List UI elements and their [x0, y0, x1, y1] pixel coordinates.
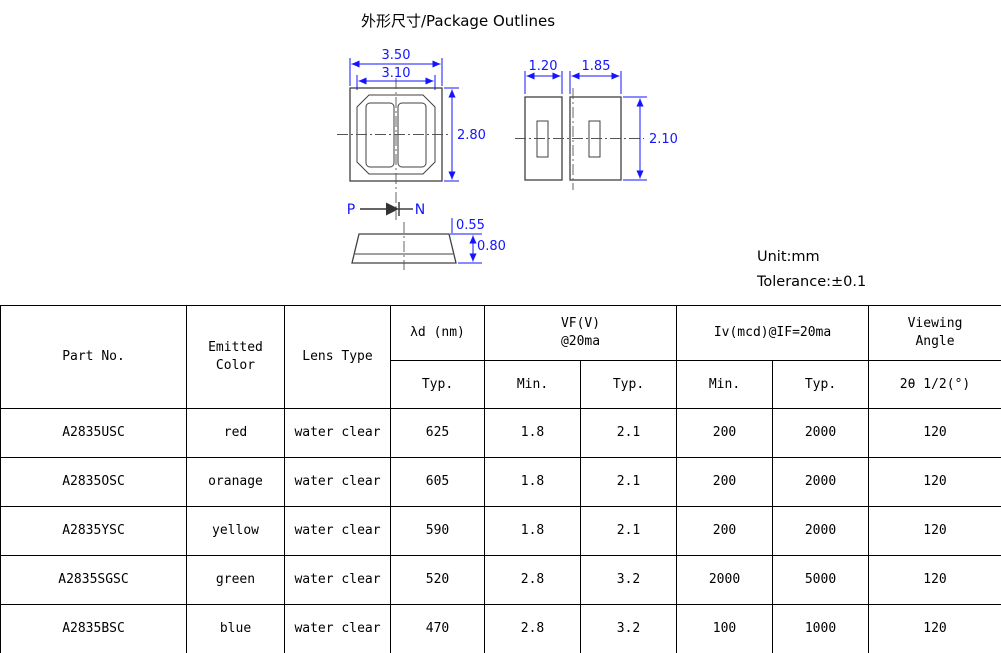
cell-color: yellow — [186, 506, 285, 556]
side-view-drawing — [351, 233, 457, 264]
cell-iv-min: 2000 — [676, 555, 774, 605]
cell-vf-min: 1.8 — [484, 506, 581, 556]
cell-lambda-typ: 590 — [390, 506, 485, 556]
cell-lens: water clear — [284, 457, 391, 507]
cell-angle: 120 — [868, 506, 1001, 556]
cell-lens: water clear — [284, 604, 391, 653]
center-lines — [337, 78, 644, 270]
cell-vf-typ: 2.1 — [579, 506, 678, 556]
cell-part-no: A2835OSC — [0, 457, 187, 507]
dim-side-upper: 0.55 — [456, 218, 485, 233]
cell-iv-typ: 5000 — [772, 555, 870, 605]
cell-iv-min: 200 — [676, 506, 774, 556]
cell-color: green — [186, 555, 285, 605]
unit-info: Unit:mm Tolerance:±0.1 — [757, 245, 866, 295]
cell-part-no: A2835YSC — [0, 506, 187, 556]
cell-iv-typ: 1000 — [772, 604, 870, 653]
package-outline-drawing: P N — [337, 48, 678, 270]
page-title: 外形尺寸/Package Outlines — [360, 12, 556, 30]
cell-color: oranage — [186, 457, 285, 507]
cell-vf-typ: 2.1 — [579, 457, 678, 507]
cell-lambda-typ: 520 — [390, 555, 485, 605]
col-header-viewing-angle: Viewing Angle — [868, 305, 1001, 361]
subheader-vf-typ: Typ. — [579, 360, 678, 409]
dim-pad-left-width: 1.20 — [529, 59, 558, 74]
subheader-viewing-angle-formula: 2θ 1/2(°) — [868, 360, 1001, 409]
cell-part-no: A2835SGSC — [0, 555, 187, 605]
table-row: A2835USC red water clear 625 1.8 2.1 200… — [0, 408, 1001, 458]
cell-color: blue — [186, 604, 285, 653]
table-row: A2835YSC yellow water clear 590 1.8 2.1 … — [0, 506, 1001, 556]
cell-part-no: A2835BSC — [0, 604, 187, 653]
cell-iv-min: 200 — [676, 457, 774, 507]
col-header-vf: VF(V) @20ma — [483, 305, 678, 361]
cell-iv-min: 100 — [676, 604, 774, 653]
cell-vf-min: 1.8 — [484, 457, 581, 507]
dim-pad-right-width: 1.85 — [582, 59, 611, 74]
subheader-lambda-typ: Typ. — [390, 360, 485, 409]
cell-iv-min: 200 — [676, 408, 774, 458]
cell-vf-typ: 3.2 — [579, 555, 678, 605]
col-header-lambda: λd (nm) — [390, 305, 485, 361]
cell-angle: 120 — [868, 604, 1001, 653]
cell-iv-typ: 2000 — [772, 506, 870, 556]
col-header-emitted-color: Emitted Color — [186, 305, 285, 409]
col-header-lens-type: Lens Type — [284, 305, 391, 409]
cathode-label: N — [415, 202, 425, 218]
cell-vf-min: 1.8 — [484, 408, 581, 458]
cell-angle: 120 — [868, 457, 1001, 507]
col-header-part-no: Part No. — [0, 305, 187, 409]
dimension-lines: 3.50 3.10 2.80 1.20 1.85 2.10 0.55 0.80 — [349, 48, 678, 264]
cell-vf-min: 2.8 — [484, 604, 581, 653]
cell-vf-typ: 2.1 — [579, 408, 678, 458]
subheader-iv-min: Min. — [676, 360, 774, 409]
table-row: A2835OSC oranage water clear 605 1.8 2.1… — [0, 457, 1001, 507]
cell-lens: water clear — [284, 408, 391, 458]
cell-angle: 120 — [868, 555, 1001, 605]
cell-lens: water clear — [284, 506, 391, 556]
cell-vf-min: 2.8 — [484, 555, 581, 605]
spec-table: Part No. Emitted Color Lens Type λd (nm)… — [0, 305, 1001, 653]
cell-iv-typ: 2000 — [772, 408, 870, 458]
cell-lambda-typ: 605 — [390, 457, 485, 507]
cell-lambda-typ: 470 — [390, 604, 485, 653]
col-header-iv: Iv(mcd)@IF=20ma — [676, 305, 870, 361]
cell-lambda-typ: 625 — [390, 408, 485, 458]
tolerance-label: Tolerance:±0.1 — [757, 274, 867, 290]
dim-side-total: 0.80 — [477, 239, 506, 254]
polarity-diagram: P N — [347, 202, 425, 218]
cell-iv-typ: 2000 — [772, 457, 870, 507]
cell-color: red — [186, 408, 285, 458]
cell-vf-typ: 3.2 — [579, 604, 678, 653]
unit-label: Unit:mm — [757, 249, 820, 265]
subheader-vf-min: Min. — [484, 360, 581, 409]
dim-top-outer-width: 3.50 — [382, 48, 411, 63]
cell-lens: water clear — [284, 555, 391, 605]
dim-bottom-height: 2.10 — [649, 132, 678, 147]
table-row: A2835SGSC green water clear 520 2.8 3.2 … — [0, 555, 1001, 605]
cell-angle: 120 — [868, 408, 1001, 458]
diode-icon — [386, 202, 399, 216]
cell-part-no: A2835USC — [0, 408, 187, 458]
subheader-iv-typ: Typ. — [772, 360, 870, 409]
anode-label: P — [347, 202, 355, 218]
table-row: A2835BSC blue water clear 470 2.8 3.2 10… — [0, 604, 1001, 653]
dim-top-height: 2.80 — [457, 128, 486, 143]
dim-top-inner-width: 3.10 — [382, 66, 411, 81]
